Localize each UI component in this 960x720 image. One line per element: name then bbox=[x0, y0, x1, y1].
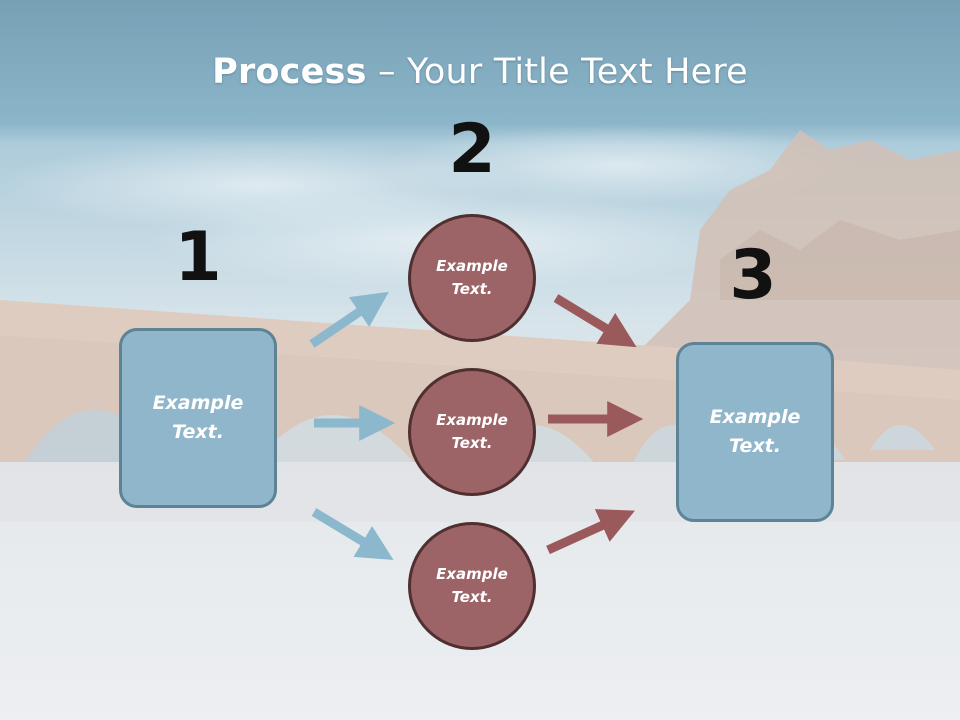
step-number-1: 1 bbox=[174, 218, 222, 297]
arrow-1-to-2a bbox=[309, 291, 389, 348]
title-bold: Process bbox=[212, 52, 367, 92]
step-2-circle-bottom-text: Example Text. bbox=[436, 565, 508, 606]
step-2-circle-top-text: Example Text. bbox=[436, 257, 508, 298]
slide-title: Process – Your Title Text Here bbox=[0, 52, 960, 92]
step-3-box: Example Text. bbox=[676, 342, 834, 522]
step-1-text: Example Text. bbox=[152, 392, 244, 443]
arrow-2c-to-3 bbox=[546, 509, 635, 555]
step-2-circle-top: Example Text. bbox=[408, 214, 536, 342]
arrow-2a-to-3 bbox=[553, 294, 637, 348]
step-2-circle-middle: Example Text. bbox=[408, 368, 536, 496]
step-number-3: 3 bbox=[729, 236, 777, 315]
arrow-1-to-2c bbox=[311, 508, 394, 561]
step-2-circle-bottom: Example Text. bbox=[408, 522, 536, 650]
step-3-text: Example Text. bbox=[709, 406, 801, 457]
step-1-box: Example Text. bbox=[119, 328, 277, 508]
step-number-2: 2 bbox=[448, 110, 496, 189]
step-2-circle-middle-text: Example Text. bbox=[436, 411, 508, 452]
title-rest: – Your Title Text Here bbox=[366, 52, 748, 92]
